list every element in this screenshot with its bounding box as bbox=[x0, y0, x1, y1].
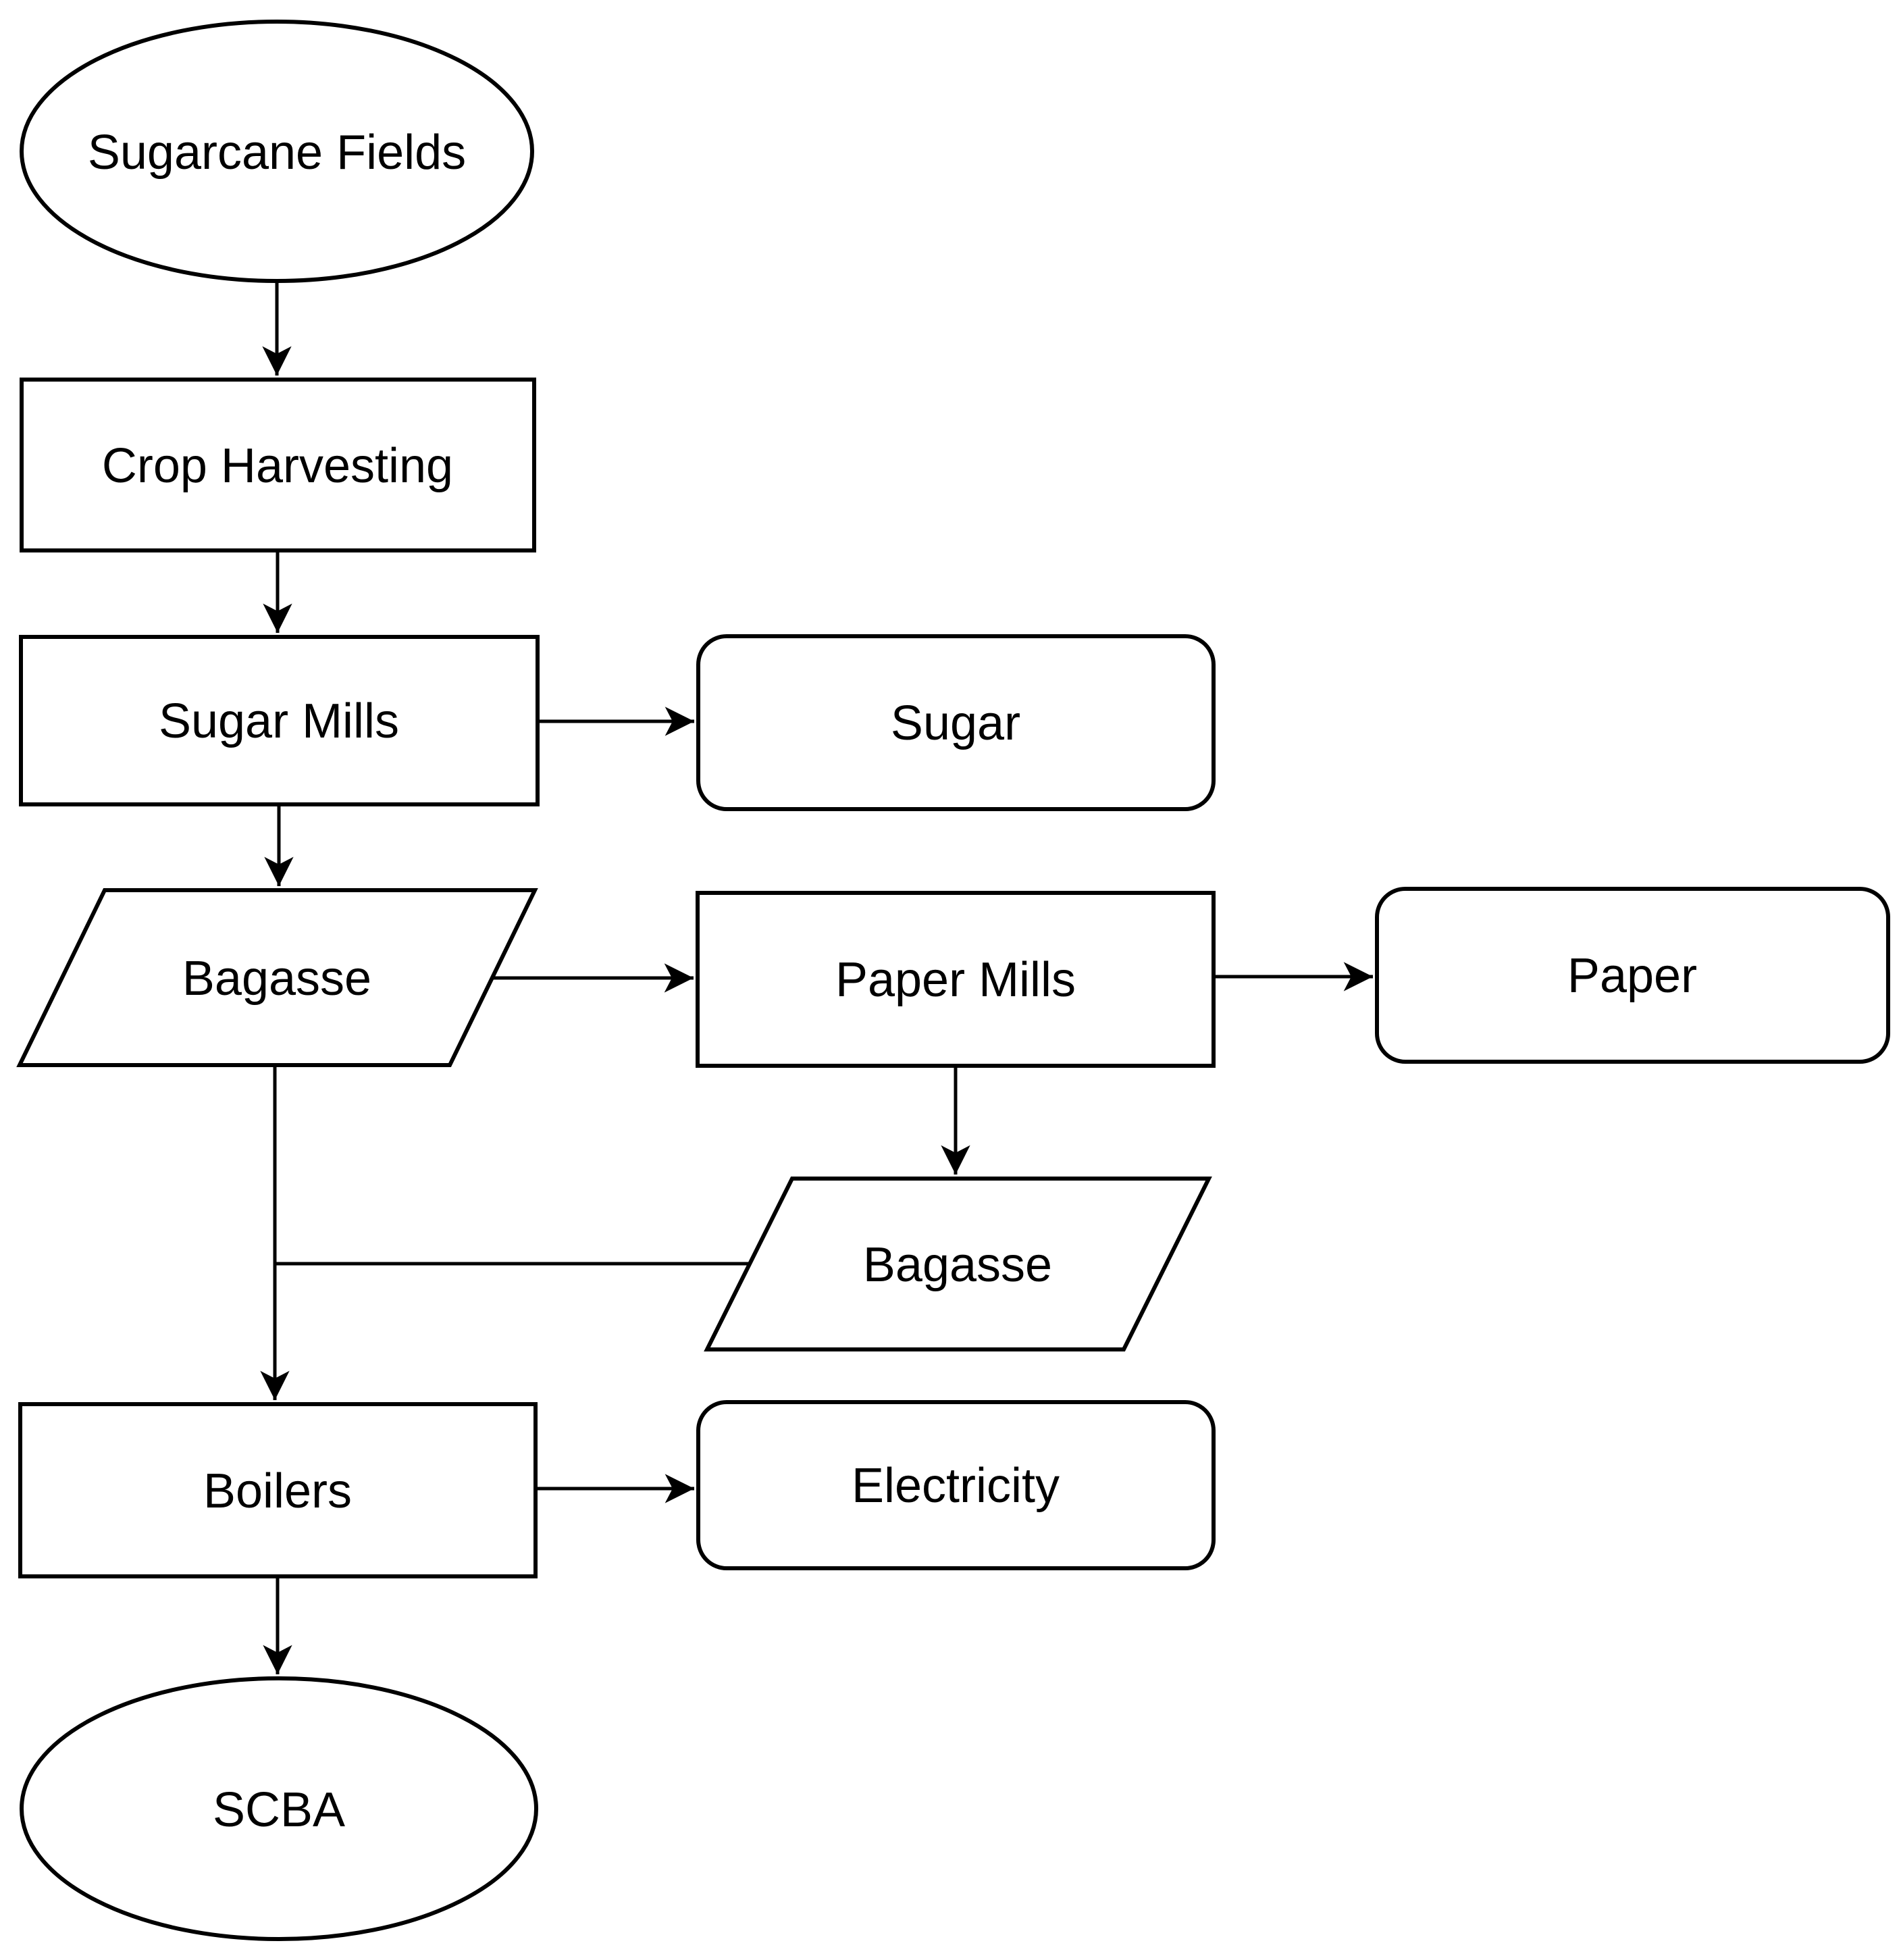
node-crop-harvesting: Crop Harvesting bbox=[20, 378, 536, 552]
node-paper: Paper bbox=[1375, 887, 1890, 1064]
node-layer: Sugarcane Fields Crop Harvesting Sugar M… bbox=[16, 20, 1890, 1941]
node-crop-harvesting-shape bbox=[20, 378, 536, 552]
node-scba-shape bbox=[20, 1676, 538, 1941]
node-bagasse-2-label: Bagasse bbox=[863, 1238, 1052, 1292]
node-paper-label: Paper bbox=[1567, 949, 1697, 1003]
node-scba-label: SCBA bbox=[213, 1783, 345, 1837]
node-bagasse-1-label: Bagasse bbox=[182, 952, 371, 1006]
node-sugar-label: Sugar bbox=[891, 696, 1020, 750]
node-boilers-shape bbox=[18, 1402, 538, 1578]
node-bagasse-1: Bagasse bbox=[16, 888, 538, 1067]
node-electricity-label: Electricity bbox=[852, 1459, 1060, 1513]
node-boilers: Boilers bbox=[18, 1402, 538, 1578]
node-sugarcane-fields-label: Sugarcane Fields bbox=[88, 126, 466, 180]
node-electricity: Electricity bbox=[696, 1400, 1216, 1570]
node-sugarcane-fields-shape bbox=[20, 20, 534, 283]
node-crop-harvesting-label: Crop Harvesting bbox=[102, 439, 453, 493]
node-sugar: Sugar bbox=[696, 634, 1216, 811]
node-scba: SCBA bbox=[20, 1676, 538, 1941]
node-bagasse-1-shape bbox=[16, 888, 538, 1067]
node-bagasse-2: Bagasse bbox=[704, 1177, 1212, 1351]
node-bagasse-2-shape bbox=[704, 1177, 1212, 1351]
node-boilers-label: Boilers bbox=[203, 1464, 352, 1518]
node-paper-shape bbox=[1375, 887, 1890, 1064]
node-sugar-shape bbox=[696, 634, 1216, 811]
node-sugar-mills-label: Sugar Mills bbox=[159, 694, 399, 748]
node-paper-mills: Paper Mills bbox=[696, 891, 1216, 1068]
node-paper-mills-shape bbox=[696, 891, 1216, 1068]
node-electricity-shape bbox=[696, 1400, 1216, 1570]
node-sugarcane-fields: Sugarcane Fields bbox=[20, 20, 534, 283]
node-sugar-mills: Sugar Mills bbox=[19, 635, 540, 806]
edge-layer bbox=[260, 281, 1373, 1674]
node-sugar-mills-shape bbox=[19, 635, 540, 806]
node-paper-mills-label: Paper Mills bbox=[835, 953, 1076, 1007]
